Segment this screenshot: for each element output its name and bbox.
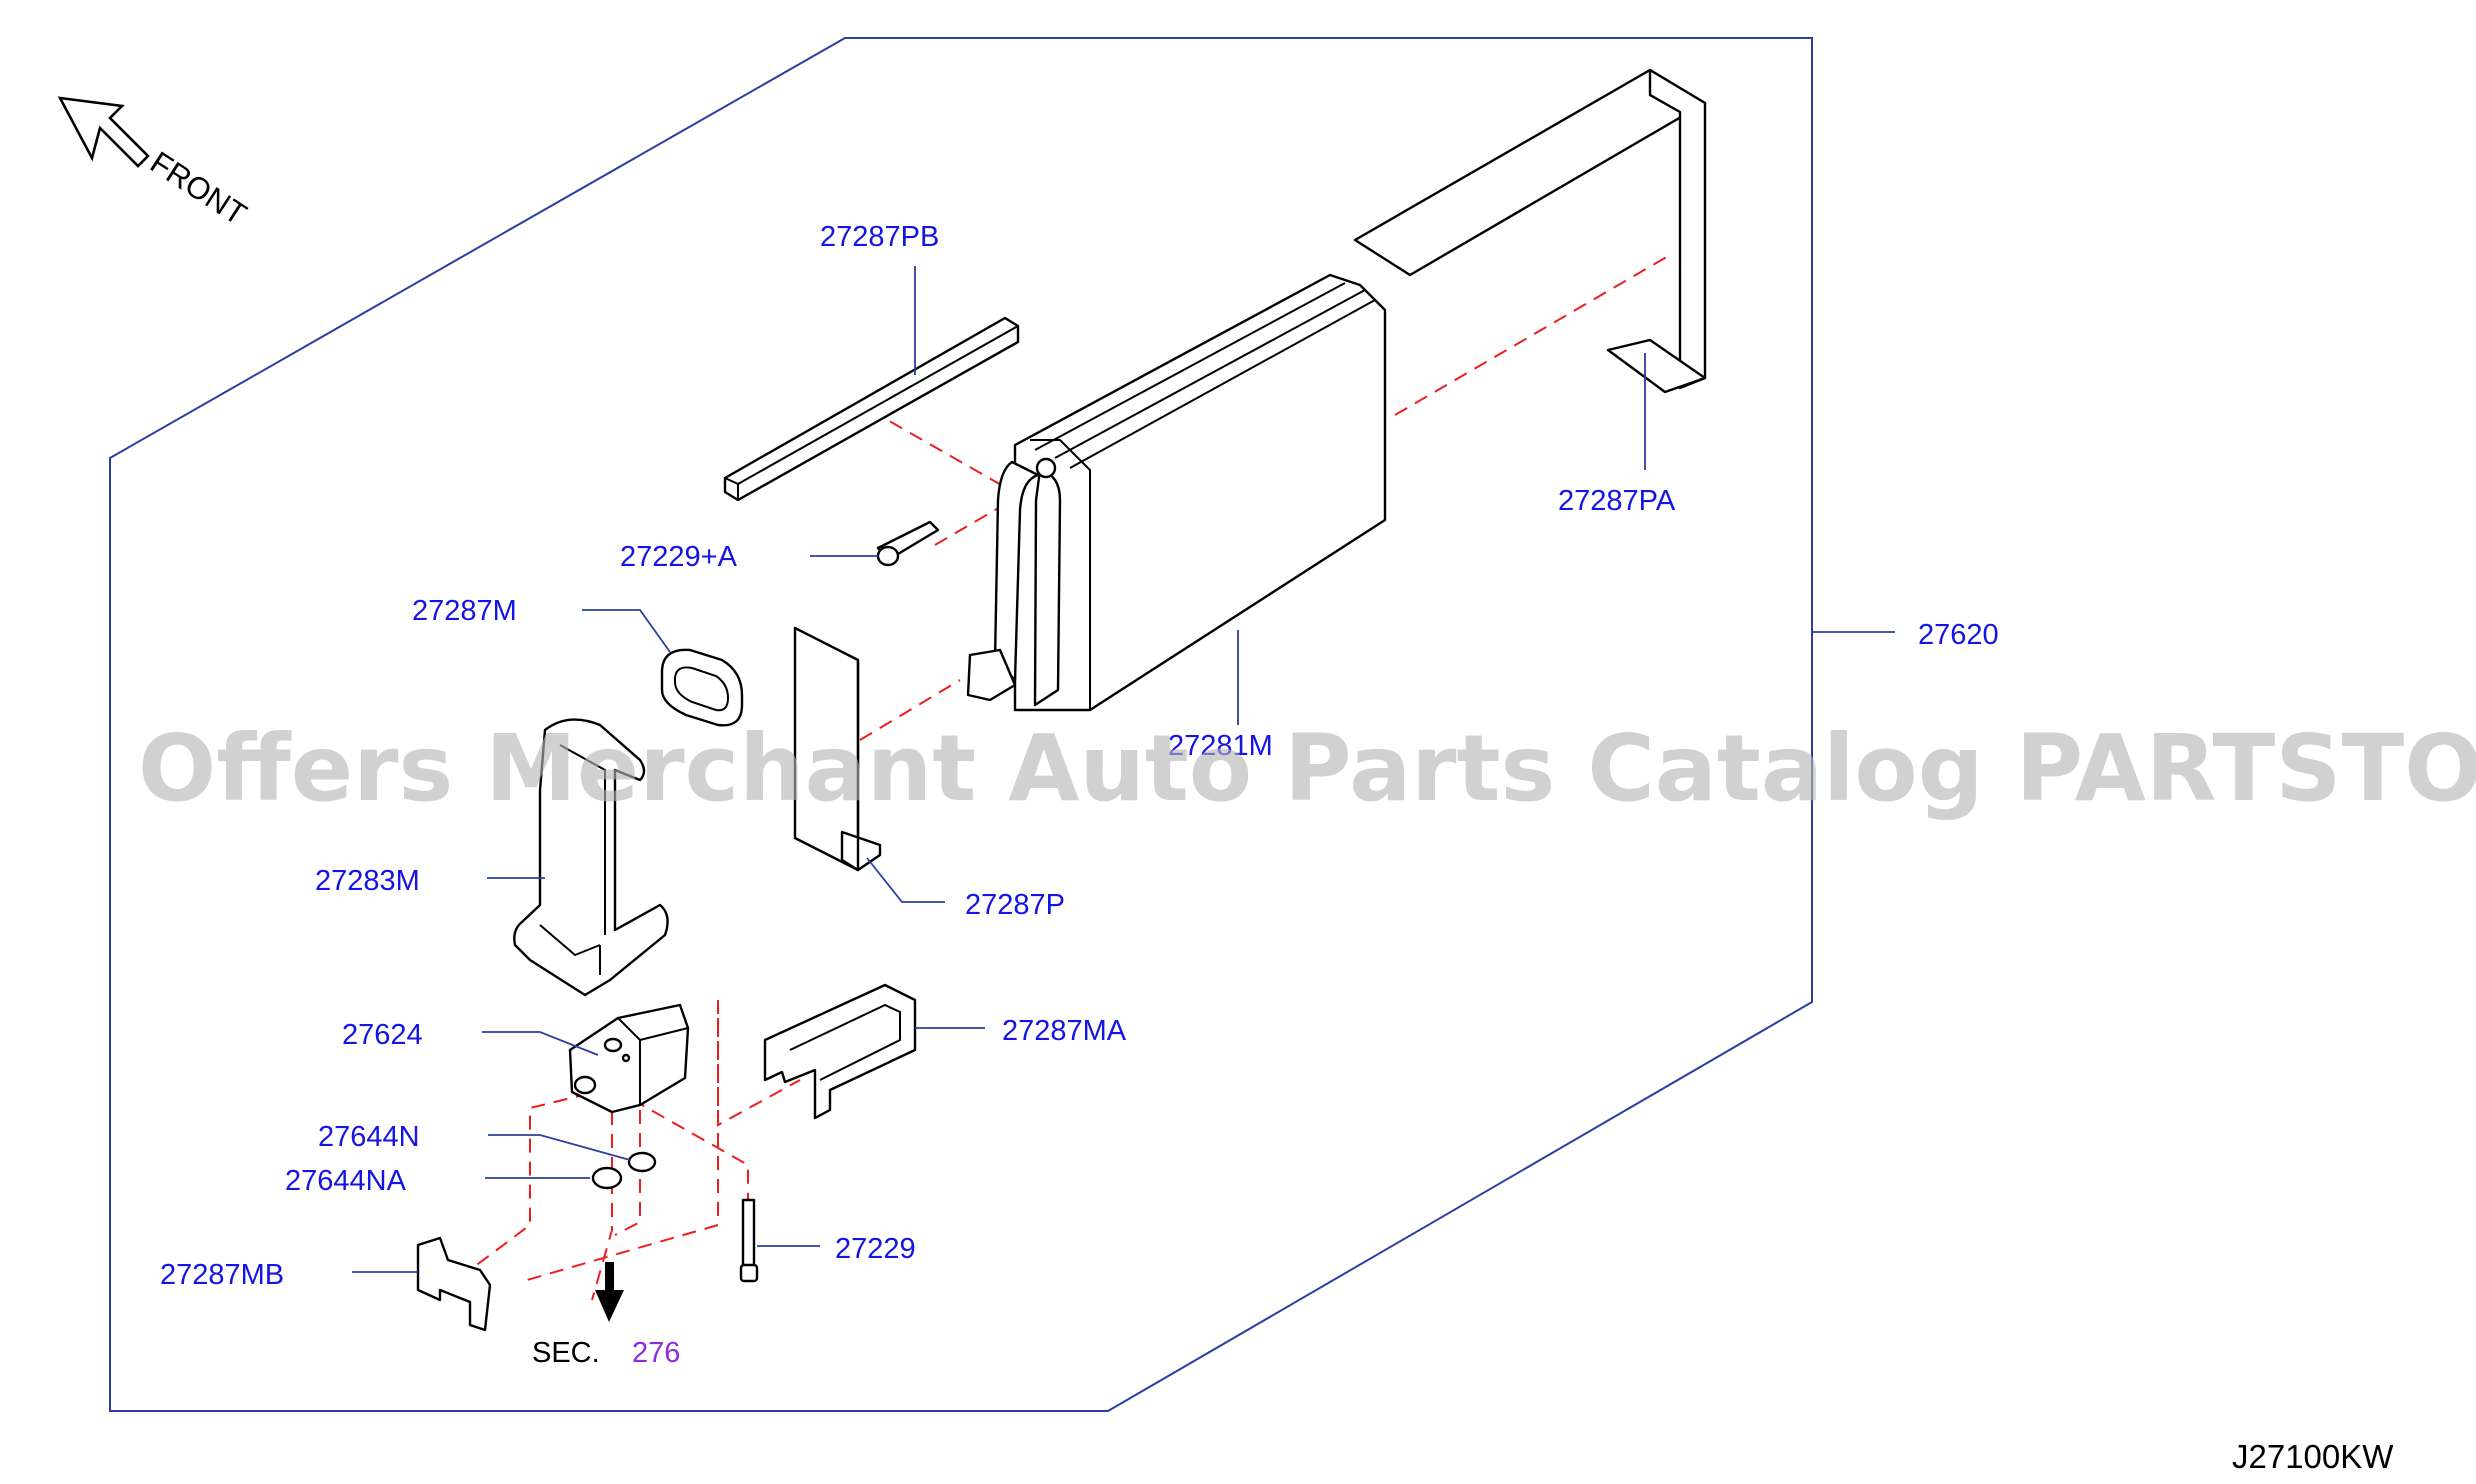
diagram-code: J27100KW [2232, 1438, 2394, 1475]
label-27644NA[interactable]: 27644NA [285, 1165, 407, 1197]
part-27287M-grommet [660, 648, 744, 727]
part-27229-bolt [739, 1198, 759, 1283]
label-27287PB[interactable]: 27287PB [820, 221, 939, 253]
part-27624-expansion-valve [568, 1003, 690, 1114]
label-27624[interactable]: 27624 [342, 1019, 423, 1051]
label-27281M[interactable]: 27281M [1168, 730, 1273, 762]
section-arrow-icon [595, 1262, 624, 1322]
leader-lines [352, 266, 1895, 1273]
label-27287PA[interactable]: 27287PA [1558, 485, 1676, 517]
part-27287MA-clip [763, 983, 917, 1120]
exploded-view-lines [469, 254, 1671, 1301]
part-27644NA-o-ring [591, 1166, 623, 1190]
label-27229[interactable]: 27229 [835, 1233, 916, 1265]
part-27283M-pipe [513, 718, 669, 997]
label-27620[interactable]: 27620 [1918, 619, 1999, 651]
part-27287MB-clip [416, 1236, 492, 1332]
label-27287MB[interactable]: 27287MB [160, 1259, 284, 1291]
label-27287M[interactable]: 27287M [412, 595, 517, 627]
label-27644N[interactable]: 27644N [318, 1121, 420, 1153]
front-label: FRONT [144, 145, 253, 233]
part-27281M-heater-core [966, 273, 1387, 712]
assembly-boundary [109, 37, 1813, 1412]
label-27287MA[interactable]: 27287MA [1002, 1015, 1127, 1047]
part-27287PB-seal-strip [723, 316, 1020, 502]
front-arrow-icon [57, 96, 150, 168]
part-27644N-o-ring [627, 1151, 657, 1173]
section-ref-prefix: SEC. [532, 1337, 600, 1369]
part-27229A-screw [876, 520, 940, 567]
part-27287PA-bracket [1353, 68, 1707, 394]
watermark-text: Offers Merchant Auto Parts Catalog PARTS… [138, 715, 2476, 822]
label-27283M[interactable]: 27283M [315, 865, 420, 897]
section-ref-link[interactable]: 276 [632, 1337, 680, 1369]
label-27229A[interactable]: 27229+A [620, 541, 738, 573]
label-27287P[interactable]: 27287P [965, 889, 1065, 921]
part-27287P-bracket [793, 626, 882, 872]
